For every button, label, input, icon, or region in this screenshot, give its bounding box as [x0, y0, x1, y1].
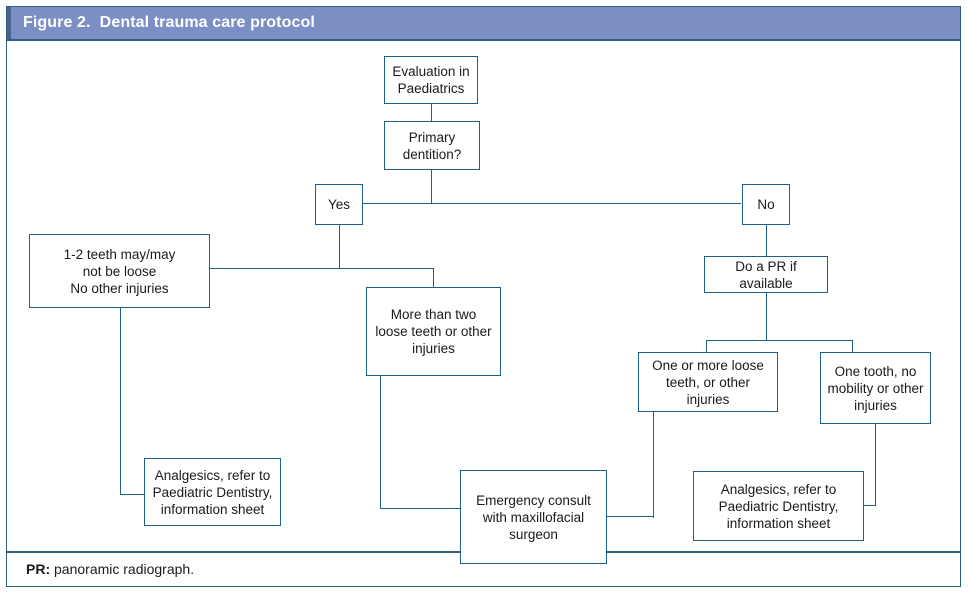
edge-one-or-more-loose-to-emergency [607, 516, 654, 518]
edge-evaluation-to-primary [431, 104, 433, 121]
node-one-two-teeth-line3: No other injuries [70, 280, 169, 296]
node-primary-dentition[interactable]: Primary dentition? [384, 121, 480, 170]
figure-title: Figure 2. Dental trauma care protocol [23, 14, 315, 31]
edge-more-than-two-to-emergency [380, 508, 460, 510]
node-primary-dentition-line1: Primary [408, 129, 456, 145]
node-one-or-more-loose-line2: teeth, or other [665, 374, 751, 390]
node-more-than-two-line3: injuries [412, 341, 455, 356]
footnote-text: panoramic radiograph. [50, 561, 195, 577]
edge-do-pr-stem [766, 293, 768, 341]
title-accent-bar [7, 7, 11, 39]
node-one-or-more-loose-line1: One or more loose [652, 357, 764, 373]
node-one-two-teeth-line2: not be loose [82, 263, 157, 279]
edge-more-than-two-down [380, 376, 382, 509]
figure-frame [6, 6, 961, 587]
node-evaluation-line2: Paediatrics [397, 81, 465, 96]
node-yes-label: Yes [327, 197, 351, 212]
node-evaluation-line1: Evaluation in [392, 64, 470, 79]
node-analgesics-left-line3: information sheet [160, 501, 265, 517]
node-one-tooth-no-mobility-line3: injuries [854, 397, 897, 413]
edge-one-two-teeth-to-analgesics [120, 494, 144, 496]
footnote: PR: panoramic radiograph. [26, 561, 194, 577]
node-more-than-two-line2: loose teeth or other [375, 324, 492, 339]
node-one-tooth-no-mobility-line2: mobility or other [827, 380, 924, 396]
figure-title-bar: Figure 2. Dental trauma care protocol [7, 7, 960, 39]
edge-primary-stem [431, 170, 433, 204]
node-analgesics-left-line1: Analgesics, refer to [154, 467, 271, 483]
node-do-pr[interactable]: Do a PR if available [704, 256, 828, 293]
edge-bus-yes-no [363, 203, 741, 205]
node-yes[interactable]: Yes [315, 184, 363, 225]
node-analgesics-right-line1: Analgesics, refer to [720, 481, 837, 497]
edge-to-one-tooth-no-mob [852, 340, 854, 353]
node-more-than-two[interactable]: More than two loose teeth or other injur… [366, 287, 501, 376]
node-emergency-consult-line1: Emergency consult [476, 492, 591, 508]
node-analgesics-left-line2: Paediatric Dentistry, [152, 484, 273, 500]
edge-yes-stem [339, 225, 341, 269]
node-primary-dentition-line2: dentition? [402, 146, 462, 162]
node-one-or-more-loose-line3: injuries [686, 391, 730, 407]
footnote-abbrev: PR: [26, 561, 51, 577]
node-one-two-teeth[interactable]: 1-2 teeth may/may not be loose No other … [29, 234, 210, 308]
node-analgesics-right-line3: information sheet [726, 515, 831, 531]
node-no[interactable]: No [742, 184, 790, 225]
title-bottom-rule [7, 39, 960, 41]
node-emergency-consult[interactable]: Emergency consult with maxillofacial sur… [460, 470, 607, 564]
edge-bus-do-pr-children [706, 340, 853, 342]
edge-one-tooth-down [875, 424, 877, 506]
node-one-tooth-no-mobility-line1: One tooth, no [834, 363, 917, 379]
node-one-two-teeth-line1: 1-2 teeth may/may [63, 246, 176, 262]
node-do-pr-line1: Do a PR if [735, 258, 797, 274]
node-one-or-more-loose[interactable]: One or more loose teeth, or other injuri… [638, 352, 778, 412]
node-emergency-consult-line3: surgeon [509, 526, 558, 542]
node-more-than-two-line1: More than two [390, 307, 477, 322]
node-analgesics-left[interactable]: Analgesics, refer to Paediatric Dentistr… [144, 458, 281, 526]
edge-one-two-teeth-down [120, 308, 122, 495]
edge-bus-yes-children [210, 268, 434, 270]
node-analgesics-right-line2: Paediatric Dentistry, [718, 498, 839, 514]
node-emergency-consult-line2: with maxillofacial [482, 509, 585, 525]
edge-one-tooth-to-analgesics [864, 505, 876, 507]
node-one-tooth-no-mobility[interactable]: One tooth, no mobility or other injuries [820, 352, 931, 424]
node-analgesics-right[interactable]: Analgesics, refer to Paediatric Dentistr… [693, 471, 864, 541]
node-no-label: No [757, 197, 775, 212]
edge-one-or-more-loose-down [653, 412, 655, 518]
edge-to-more-than-two [433, 268, 435, 287]
edge-no-to-do-pr [766, 225, 768, 257]
edge-to-one-or-more-loose [706, 340, 708, 353]
node-do-pr-line2: available [739, 275, 793, 291]
node-evaluation[interactable]: Evaluation in Paediatrics [384, 56, 478, 104]
